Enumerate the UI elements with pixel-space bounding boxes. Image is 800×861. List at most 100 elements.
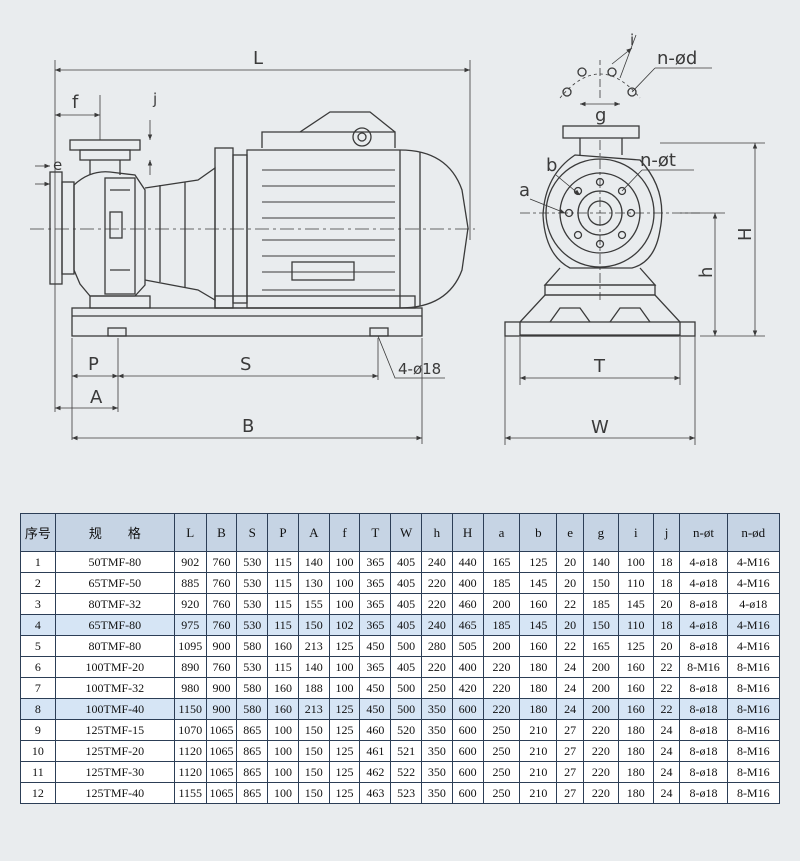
table-cell: 24	[652, 719, 681, 741]
table-cell: 8-M16	[726, 719, 781, 741]
table-cell: 450	[359, 677, 392, 699]
column-header: T	[359, 513, 392, 552]
table-cell: 900	[205, 635, 238, 657]
table-cell: 4-M16	[726, 635, 781, 657]
column-header: h	[420, 513, 453, 552]
dim-label-P: P	[88, 354, 99, 375]
table-cell: 150	[297, 740, 330, 762]
table-cell: 902	[173, 551, 207, 573]
table-cell: 220	[583, 761, 619, 783]
column-header: H	[451, 513, 484, 552]
table-cell: 365	[359, 614, 392, 636]
table-cell: 600	[451, 782, 484, 804]
dim-label-j: j	[152, 90, 157, 108]
table-cell: 220	[583, 740, 619, 762]
dim-label-T: T	[593, 356, 606, 377]
dim-label-W: W	[591, 417, 609, 438]
dim-label-a: a	[519, 180, 530, 201]
table-cell: 18	[652, 614, 681, 636]
table-cell: 600	[451, 761, 484, 783]
table-cell: 18	[652, 572, 681, 594]
table-cell: 4-ø18	[679, 551, 728, 573]
table-cell: 145	[519, 572, 558, 594]
table-cell: 165	[482, 551, 521, 573]
table-cell: 1065	[205, 761, 238, 783]
table-cell: 8-ø18	[679, 719, 728, 741]
table-cell: 210	[519, 782, 558, 804]
table-cell: 213	[297, 635, 330, 657]
table-cell: 27	[556, 719, 584, 741]
table-cell: 890	[173, 656, 207, 678]
table-cell: 20	[652, 593, 681, 615]
table-cell: 140	[297, 656, 330, 678]
table-cell: 5	[20, 635, 56, 657]
table-cell: 405	[390, 614, 422, 636]
column-header: f	[328, 513, 361, 552]
column-header: S	[236, 513, 269, 552]
table-cell: 865	[236, 761, 269, 783]
table-cell: 180	[519, 698, 558, 720]
table-cell: 405	[390, 572, 422, 594]
table-cell: 365	[359, 572, 392, 594]
table-cell: 4	[20, 614, 56, 636]
pump-dimension-drawing: L f j e P S 4-ø18 A B	[30, 31, 765, 445]
table-cell: 210	[519, 740, 558, 762]
table-cell: 65TMF-50	[54, 572, 175, 594]
table-cell: 125	[328, 698, 361, 720]
table-cell: 125TMF-30	[54, 761, 175, 783]
table-cell: 530	[236, 551, 269, 573]
dim-label-nd: n-ød	[657, 48, 697, 69]
table-cell: 22	[652, 698, 681, 720]
column-header: B	[205, 513, 238, 552]
table-cell: 465	[451, 614, 484, 636]
table-cell: 400	[451, 572, 484, 594]
table-cell: 580	[236, 677, 269, 699]
table-cell: 520	[390, 719, 422, 741]
table-cell: 350	[420, 782, 453, 804]
table-cell: 110	[617, 572, 654, 594]
table-cell: 100	[328, 677, 361, 699]
table-cell: 250	[482, 782, 521, 804]
table-cell: 27	[556, 782, 584, 804]
column-header: a	[482, 513, 521, 552]
table-cell: 160	[267, 635, 299, 657]
table-cell: 100	[267, 740, 299, 762]
table-cell: 4-M16	[726, 572, 781, 594]
table-cell: 20	[556, 551, 584, 573]
table-cell: 1120	[173, 740, 207, 762]
table-cell: 240	[420, 551, 453, 573]
table-cell: 115	[267, 614, 299, 636]
table-cell: 10	[20, 740, 56, 762]
table-cell: 180	[519, 656, 558, 678]
table-cell: 24	[556, 656, 584, 678]
column-header: e	[556, 513, 584, 552]
table-cell: 220	[482, 656, 521, 678]
table-cell: 450	[359, 635, 392, 657]
table-cell: 580	[236, 698, 269, 720]
table-cell: 463	[359, 782, 392, 804]
table-cell: 200	[583, 656, 619, 678]
table-cell: 180	[617, 761, 654, 783]
table-cell: 220	[583, 782, 619, 804]
table-cell: 8-M16	[726, 782, 781, 804]
table-cell: 100	[267, 761, 299, 783]
table-cell: 505	[451, 635, 484, 657]
dim-label-g: g	[595, 105, 606, 126]
table-cell: 1155	[173, 782, 207, 804]
table-cell: 250	[482, 761, 521, 783]
dim-label-bolt-holes: 4-ø18	[398, 360, 441, 378]
column-header: W	[390, 513, 422, 552]
table-cell: 250	[420, 677, 453, 699]
table-cell: 405	[390, 656, 422, 678]
dim-label-i: i	[630, 31, 634, 49]
table-cell: 24	[652, 761, 681, 783]
table-cell: 180	[617, 740, 654, 762]
table-cell: 24	[652, 740, 681, 762]
table-cell: 462	[359, 761, 392, 783]
table-cell: 760	[205, 551, 238, 573]
dim-label-B: B	[242, 416, 254, 437]
